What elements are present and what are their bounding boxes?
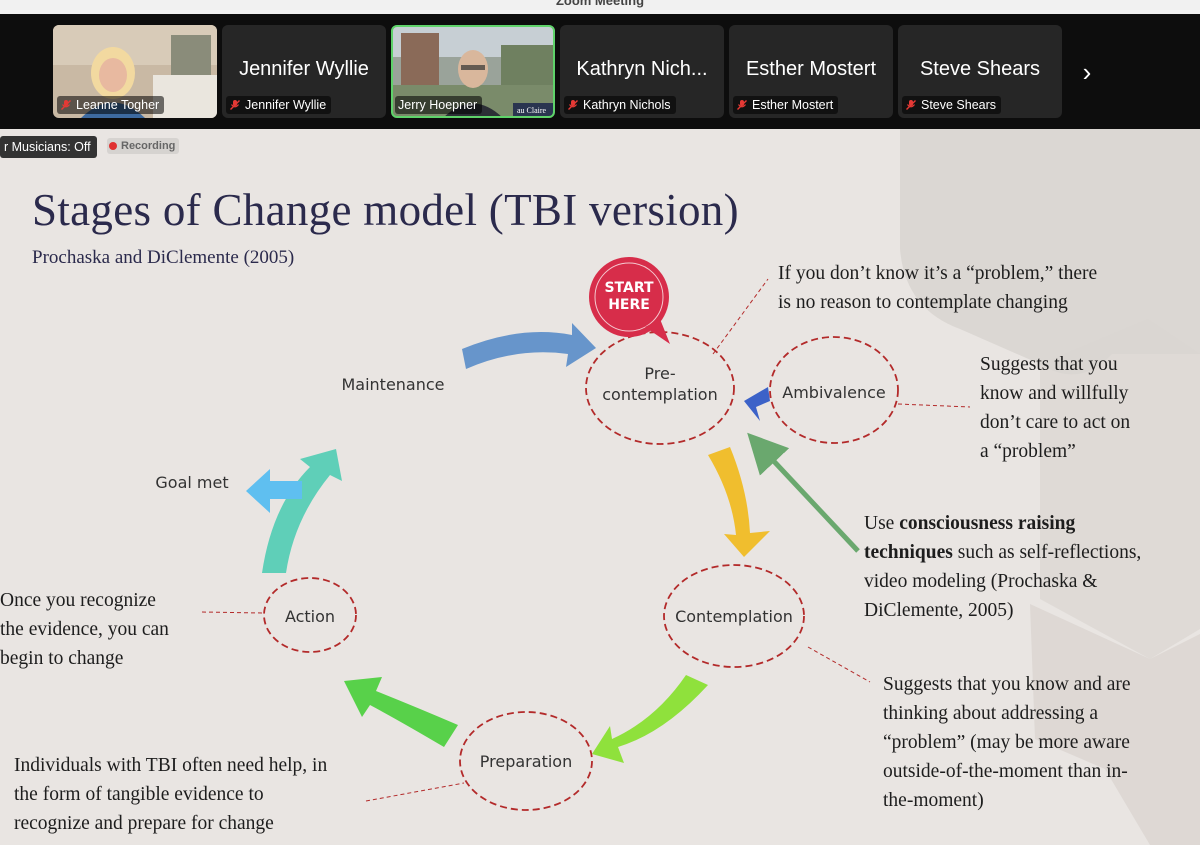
recording-dot-icon	[109, 142, 117, 150]
note-precontemplation: If you don’t know it’s a “problem,” ther…	[778, 263, 1098, 313]
slide-title: Stages of Change model (TBI version)	[32, 185, 739, 235]
participant-tile-esther[interactable]: Esther Mostert Esther Mostert	[729, 25, 893, 118]
participant-tile-jennifer[interactable]: Jennifer Wyllie Jennifer Wyllie	[222, 25, 386, 118]
participant-display-name: Jennifer Wyllie	[239, 58, 369, 80]
participant-name: Steve Shears	[921, 98, 997, 112]
participant-display-name: Esther Mostert	[745, 58, 877, 80]
start-here-label: START HERE	[604, 280, 654, 313]
connector-line	[807, 646, 871, 683]
mic-muted-icon	[906, 100, 916, 110]
maintenance-arrow	[462, 323, 596, 369]
stage-preparation: Preparation	[479, 752, 573, 771]
consciousness-arrow	[747, 432, 860, 553]
participant-display-name: Steve Shears	[919, 58, 1041, 80]
shared-slide: Stages of Change model (TBI version) Pro…	[0, 129, 1200, 845]
participant-label: Esther Mostert	[733, 96, 839, 114]
contemplation-to-preparation-arrow	[592, 675, 708, 763]
contemplation-circle	[663, 564, 805, 668]
note-preparation: Individuals with TBI often need help, in…	[14, 755, 328, 834]
participant-tile-jerry[interactable]: au Claire Jerry Hoepner	[391, 25, 555, 118]
stage-goal-met: Goal met	[155, 473, 229, 492]
connector-line	[712, 278, 769, 355]
background-decor-shape	[1040, 319, 1200, 659]
stage-ambivalence: Ambivalence	[782, 383, 886, 402]
background-decor-shape	[1030, 604, 1200, 845]
recording-label: Recording	[121, 140, 176, 152]
slide-subtitle: Prochaska and DiClemente (2005)	[32, 247, 295, 268]
participant-display-name: Kathryn Nich...	[576, 58, 708, 80]
start-here-badge	[589, 257, 670, 344]
ambivalence-back-arrow	[744, 387, 770, 421]
participant-label: Jerry Hoepner	[395, 96, 483, 114]
note-action: Once you recognize the evidence, you can…	[0, 590, 169, 669]
participant-name: Jennifer Wyllie	[245, 98, 327, 112]
participant-video-leanne	[53, 25, 217, 118]
window-title: Zoom Meeting	[555, 0, 645, 8]
participant-name: Jerry Hoepner	[398, 98, 478, 112]
mic-muted-icon	[230, 100, 240, 110]
stage-contemplation: Contemplation	[675, 607, 793, 626]
mic-muted-icon	[568, 100, 578, 110]
ambivalence-circle	[769, 336, 899, 444]
stage-precontemplation: Pre- contemplation	[602, 364, 718, 404]
connector-line	[201, 611, 263, 614]
svg-text:au Claire: au Claire	[517, 106, 547, 115]
participant-tile-kathryn[interactable]: Kathryn Nich... Kathryn Nichols	[560, 25, 724, 118]
goal-met-arrow	[246, 469, 302, 513]
preparation-circle	[459, 711, 593, 811]
preparation-to-action-arrow	[344, 677, 458, 747]
action-circle	[263, 577, 357, 653]
precontemplation-to-contemplation-arrow	[708, 447, 770, 557]
connector-line	[897, 403, 971, 408]
participant-tile-steve[interactable]: Steve Shears Steve Shears	[898, 25, 1062, 118]
participant-name: Esther Mostert	[752, 98, 834, 112]
precontemplation-circle	[585, 331, 735, 445]
mic-muted-icon	[737, 100, 747, 110]
connector-line	[365, 782, 465, 802]
recording-indicator[interactable]: Recording	[107, 138, 180, 154]
participant-label: Jennifer Wyllie	[226, 96, 332, 114]
participant-label: Steve Shears	[902, 96, 1002, 114]
stage-maintenance: Maintenance	[341, 375, 445, 394]
slide-graphics	[201, 129, 1200, 845]
participant-label: Leanne Togher	[57, 96, 165, 114]
participant-label: Kathryn Nichols	[564, 96, 676, 114]
musicians-mode-status[interactable]: r Musicians: Off	[0, 136, 97, 158]
stage-action: Action	[284, 607, 336, 626]
participant-name: Kathryn Nichols	[583, 98, 671, 112]
note-contemplation: Suggests that you know and are thinking …	[883, 674, 1131, 811]
window-title-bar: Zoom Meeting	[0, 0, 1200, 14]
action-to-maintenance-arrow	[262, 449, 342, 573]
participant-strip: Leanne Togher Jennifer Wyllie Jennifer W…	[0, 14, 1200, 129]
background-decor-shape	[900, 129, 1200, 375]
note-consciousness-raising: Use consciousness raising techniques suc…	[864, 513, 1142, 621]
participant-name: Leanne Togher	[76, 98, 160, 112]
note-ambivalence: Suggests that you know and willfully don…	[980, 354, 1131, 462]
mic-muted-icon	[61, 100, 71, 110]
next-page-arrow-icon[interactable]: ›	[1082, 57, 1092, 87]
participant-tile-leanne[interactable]: Leanne Togher	[53, 25, 217, 118]
